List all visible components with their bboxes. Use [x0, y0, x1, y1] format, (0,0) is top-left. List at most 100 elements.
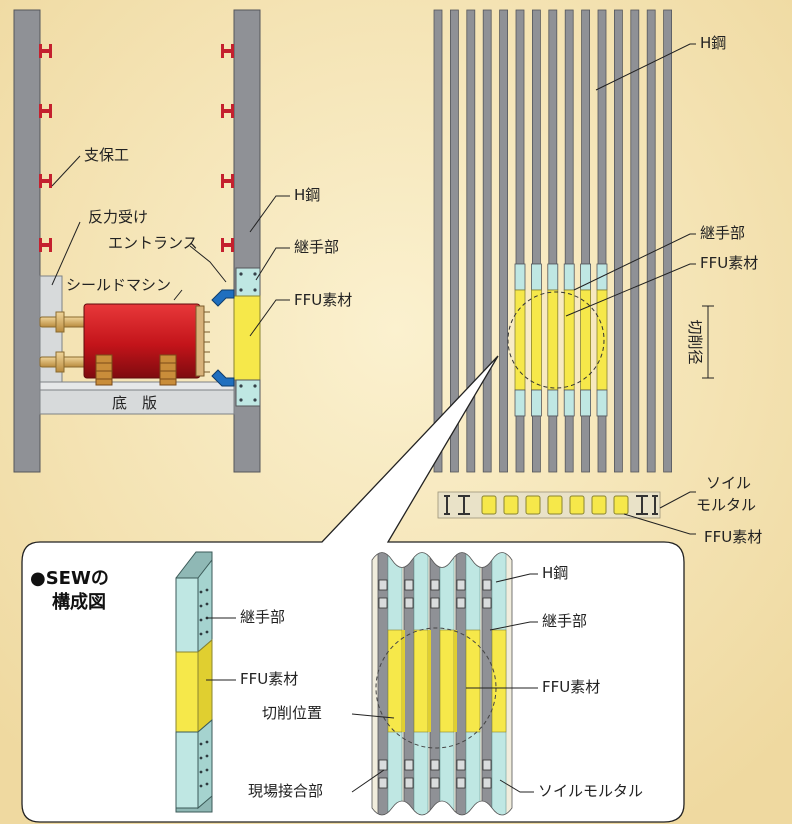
field-joint-plate [430, 759, 440, 771]
field-joint-plate [456, 777, 466, 789]
label-h-steel-left: H鋼 [294, 186, 320, 204]
steel-column-upper [532, 9, 541, 265]
label-soil-1: ソイル [706, 474, 751, 492]
steel-column-upper [564, 9, 574, 265]
detail-label-joint-b: 継手部 [542, 612, 587, 630]
steel-column [433, 9, 443, 473]
field-joint-plate [482, 597, 492, 609]
steel-column-upper [581, 9, 590, 265]
ffu-plan-block [613, 495, 629, 515]
field-joint-plate [456, 597, 466, 609]
joint-upper [514, 263, 526, 291]
field-joint-plate [456, 759, 466, 771]
field-joint-plate [430, 579, 440, 591]
steel-column-upper [548, 9, 558, 265]
field-joint-plate [482, 759, 492, 771]
joint-lower [547, 389, 559, 417]
ffu-plan-block [547, 495, 563, 515]
steel-column-lower [532, 415, 541, 473]
ffu-column [547, 289, 559, 391]
steel-column [646, 9, 656, 473]
steel-column [614, 9, 623, 473]
wavy-columns [377, 552, 507, 815]
ffu-plan-block [503, 495, 519, 515]
ffu-plan-block [525, 495, 541, 515]
h-section-icon-left [444, 495, 450, 515]
steel-column-lower [597, 415, 607, 473]
h-section-icon-right [636, 495, 648, 515]
field-joint-plate [378, 579, 388, 591]
field-joint-plate [404, 597, 414, 609]
panel-joint-bottom-side [197, 718, 213, 810]
label-h-steel-right: H鋼 [700, 34, 726, 52]
label-cut-diameter: 切削径 [686, 319, 704, 364]
label-ffu-left: FFU素材 [294, 291, 352, 309]
ffu-section [233, 295, 261, 381]
field-joint-plate [430, 597, 440, 609]
cut-circle-plan [507, 291, 605, 389]
h-section-icon-right-2 [652, 495, 658, 515]
label-soil-2: モルタル [696, 496, 756, 514]
wavy-ffu-edge [402, 630, 405, 732]
base-slab [39, 389, 235, 415]
field-joint-plate [482, 579, 492, 591]
field-joint-plate [404, 579, 414, 591]
wavy-ffu [465, 629, 481, 733]
entrance-seal-upper [211, 289, 235, 307]
wavy-ffu-edge [454, 630, 457, 732]
detail-label-cut-position: 切削位置 [262, 704, 322, 722]
steel-columns [433, 9, 672, 473]
panel-ffu-side [197, 638, 213, 734]
label-joint-left: 継手部 [294, 238, 339, 256]
detail-label-field-joint: 現場接合部 [248, 782, 323, 800]
steel-column [630, 9, 640, 473]
steel-column [466, 9, 476, 473]
wavy-outline [371, 552, 513, 816]
steel-column-lower [515, 415, 525, 473]
detail-label-soil-mortar: ソイルモルタル [538, 782, 643, 800]
detail-label-ffu-a: FFU素材 [240, 670, 298, 688]
field-joint-plate [378, 597, 388, 609]
wavy-ffu [413, 629, 429, 733]
detail-title-2: 構成図 [52, 591, 106, 613]
label-reaction: 反力受け [88, 208, 148, 226]
wavy-plan [372, 552, 512, 815]
panel-3d [175, 551, 213, 813]
detail-label-joint-a: 継手部 [240, 608, 285, 626]
joint-upper [547, 263, 559, 291]
steel-column [482, 9, 492, 473]
steel-column-lower [548, 415, 558, 473]
field-joint-plate [404, 759, 414, 771]
h-section-icon-left-2 [458, 495, 470, 515]
joint-lower [580, 389, 591, 417]
wavy-ffu [439, 629, 455, 733]
label-support: 支保工 [84, 146, 129, 164]
joint-upper [531, 263, 542, 291]
field-joint-plate [378, 777, 388, 789]
panel-ffu [175, 651, 199, 733]
leg-rungs [96, 362, 176, 380]
wavy-ffu [491, 629, 507, 733]
right-plan-view: 切削径 H鋼 継手部 FFU素材 ソイル モルタル FFU素材 [433, 9, 762, 546]
steel-column-lower [581, 415, 590, 473]
steel-column-upper [597, 9, 607, 265]
joint-lower [514, 389, 526, 417]
field-joint-plate [482, 777, 492, 789]
joint-upper [563, 263, 575, 291]
steel-column [449, 9, 459, 473]
ffu-column [531, 289, 542, 391]
wavy-ffu-edge [428, 630, 431, 732]
bolt-dots [199, 588, 209, 788]
ffu-plan-block [591, 495, 607, 515]
panel-joint-top [175, 577, 199, 653]
label-entrance: エントランス [108, 234, 198, 252]
field-joint-plate [456, 579, 466, 591]
steel-column [663, 9, 672, 473]
floor [39, 381, 235, 391]
joint-lower [596, 389, 608, 417]
joint-lower [531, 389, 542, 417]
label-base: 底 版 [112, 394, 157, 412]
detail-label-ffu-b: FFU素材 [542, 678, 600, 696]
panel-joint-bottom [175, 731, 199, 809]
